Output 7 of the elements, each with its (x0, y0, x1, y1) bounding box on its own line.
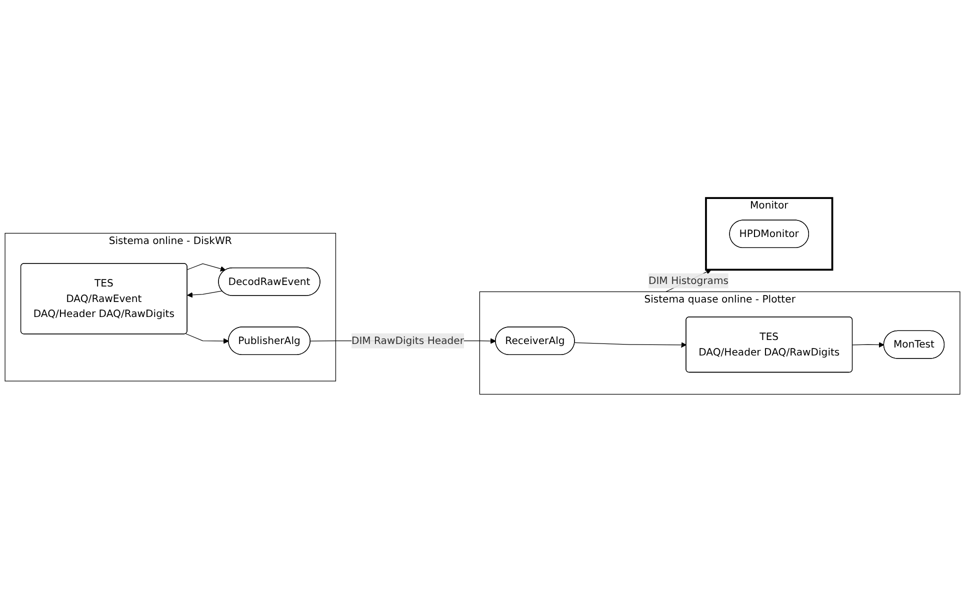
arrow (186, 334, 229, 344)
arrow (187, 291, 222, 298)
arrow (574, 342, 687, 348)
arrow (187, 264, 226, 272)
edge-label: DIM Histograms (648, 274, 729, 287)
edge-label: DIM RawDigits Header (351, 334, 464, 347)
arrow (852, 342, 884, 348)
